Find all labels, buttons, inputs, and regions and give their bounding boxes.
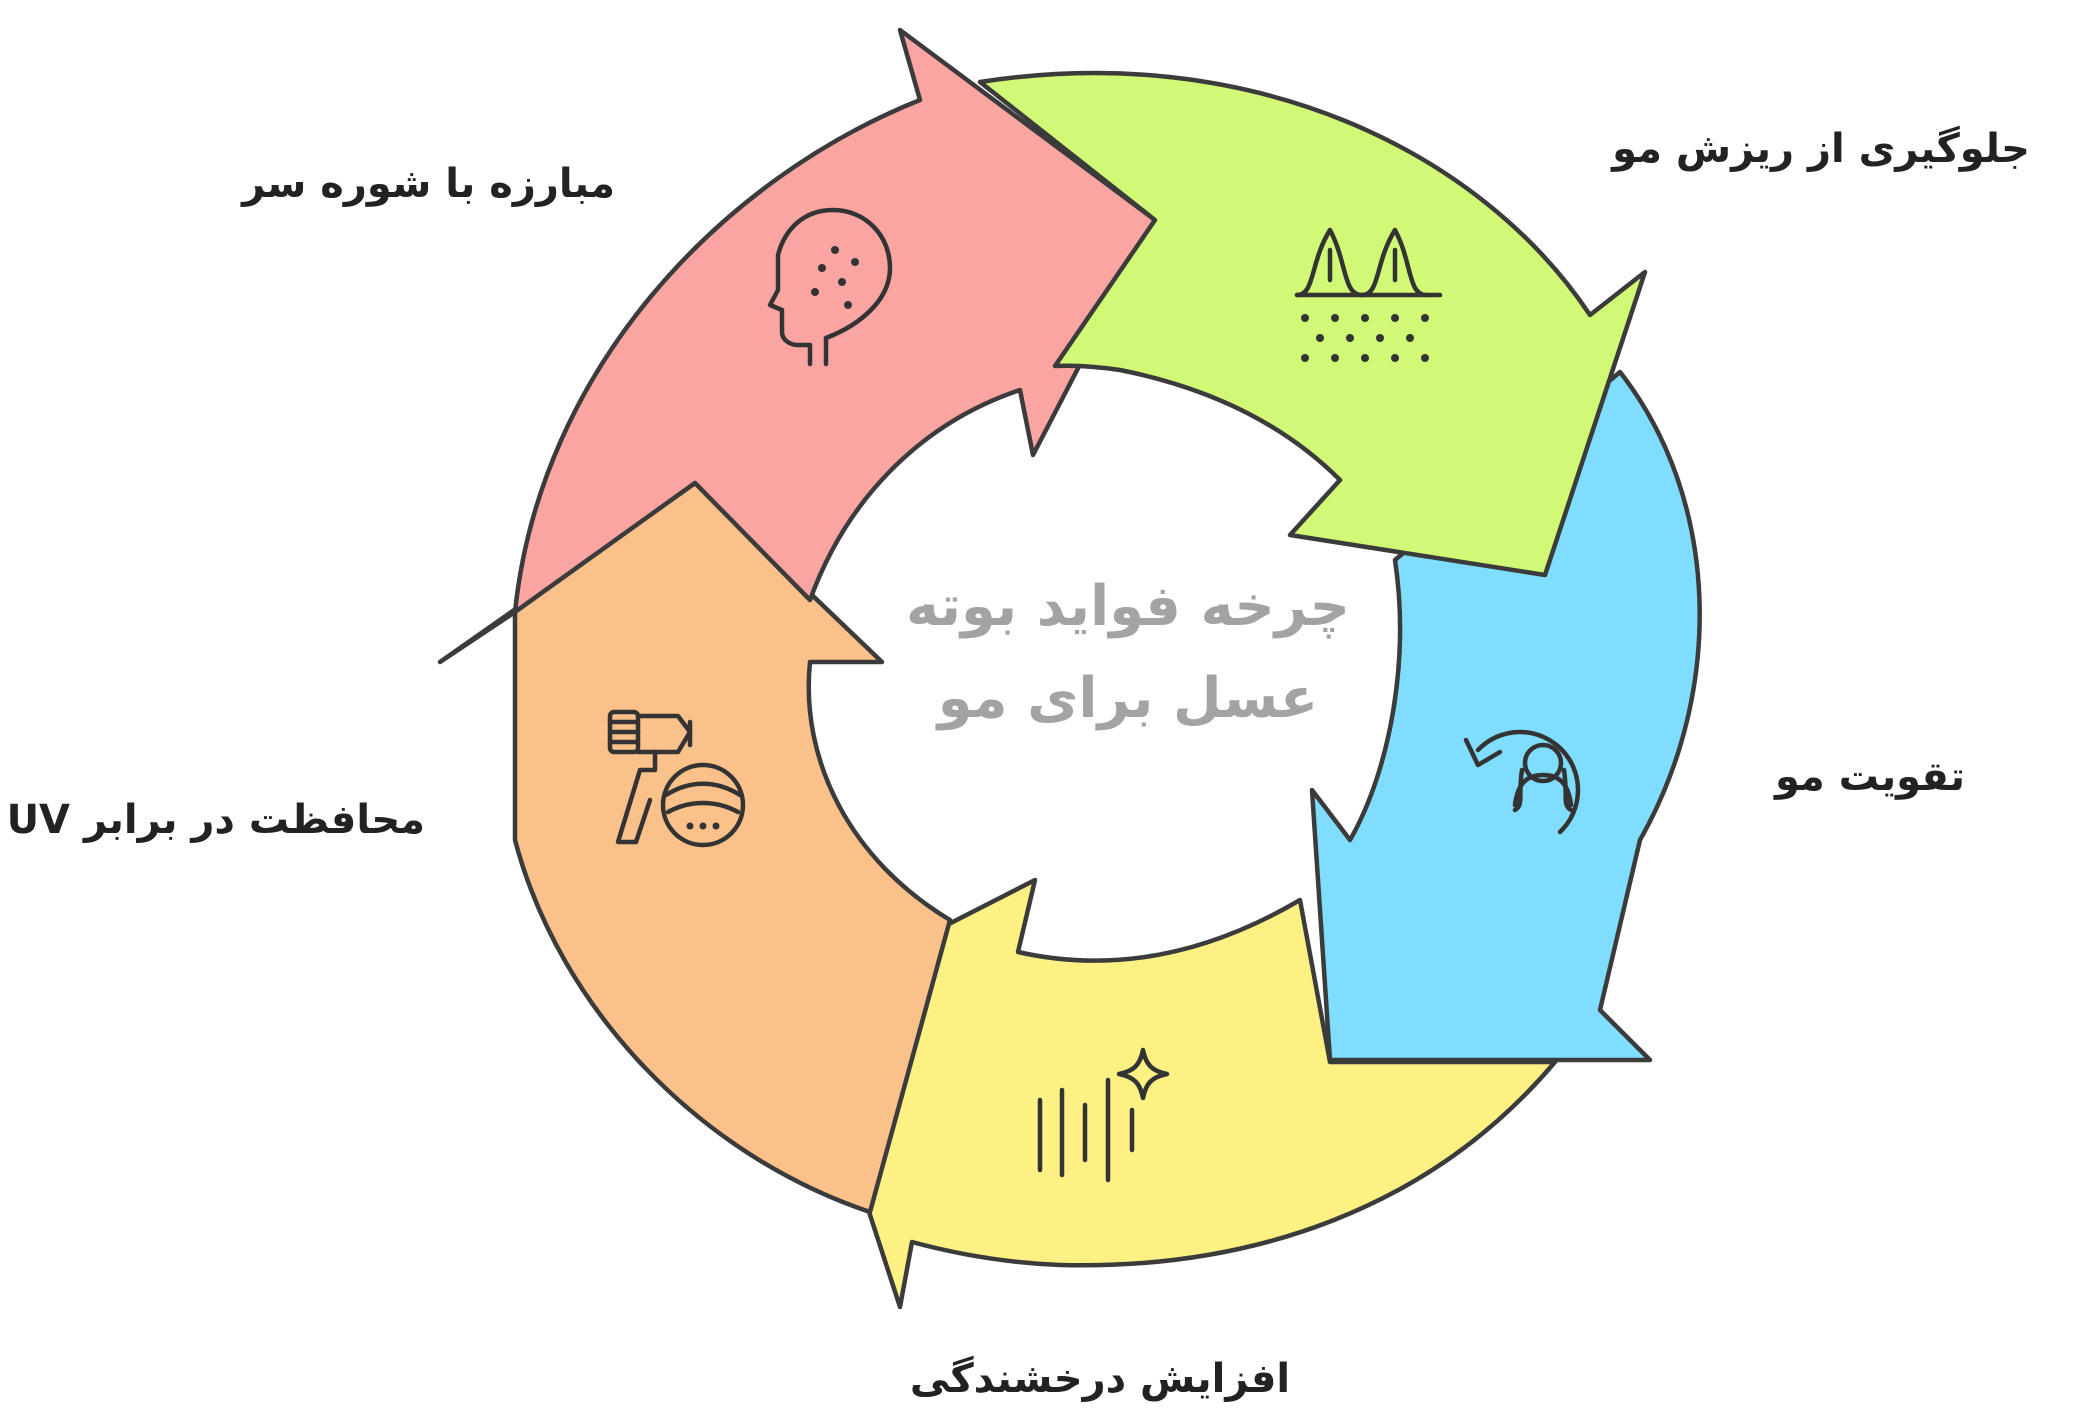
segment-uv-protection: [437, 480, 953, 1215]
label-dandruff-fight: مبارزه با شوره سر: [240, 161, 615, 207]
label-uv-protection: UV محافظت در برابر: [7, 797, 425, 843]
hair-restore-icon: [1463, 729, 1581, 835]
label-hair-strengthening: تقویت مو: [1773, 754, 1965, 800]
segment-dandruff-fight: [512, 27, 1158, 615]
segment-shine-increase: [797, 877, 1558, 1310]
scalp-face-icon: [767, 207, 893, 367]
center-title-line-1: چرخه فواید بوته: [906, 574, 1350, 639]
segment-hair-strengthening: [1309, 369, 1702, 1063]
sun-protection-icon: [607, 709, 746, 848]
label-shine-increase: افزایش درخشندگی: [910, 1355, 1290, 1402]
shine-sparkle-icon: [1037, 1047, 1170, 1183]
label-hair-loss-prevention: جلوگیری از ریزش مو: [1610, 125, 2030, 172]
hair-follicle-icon: [1294, 227, 1443, 362]
center-title-line-2: عسل برای مو: [935, 666, 1318, 731]
segment-hair-loss-prevention: [977, 70, 1648, 578]
